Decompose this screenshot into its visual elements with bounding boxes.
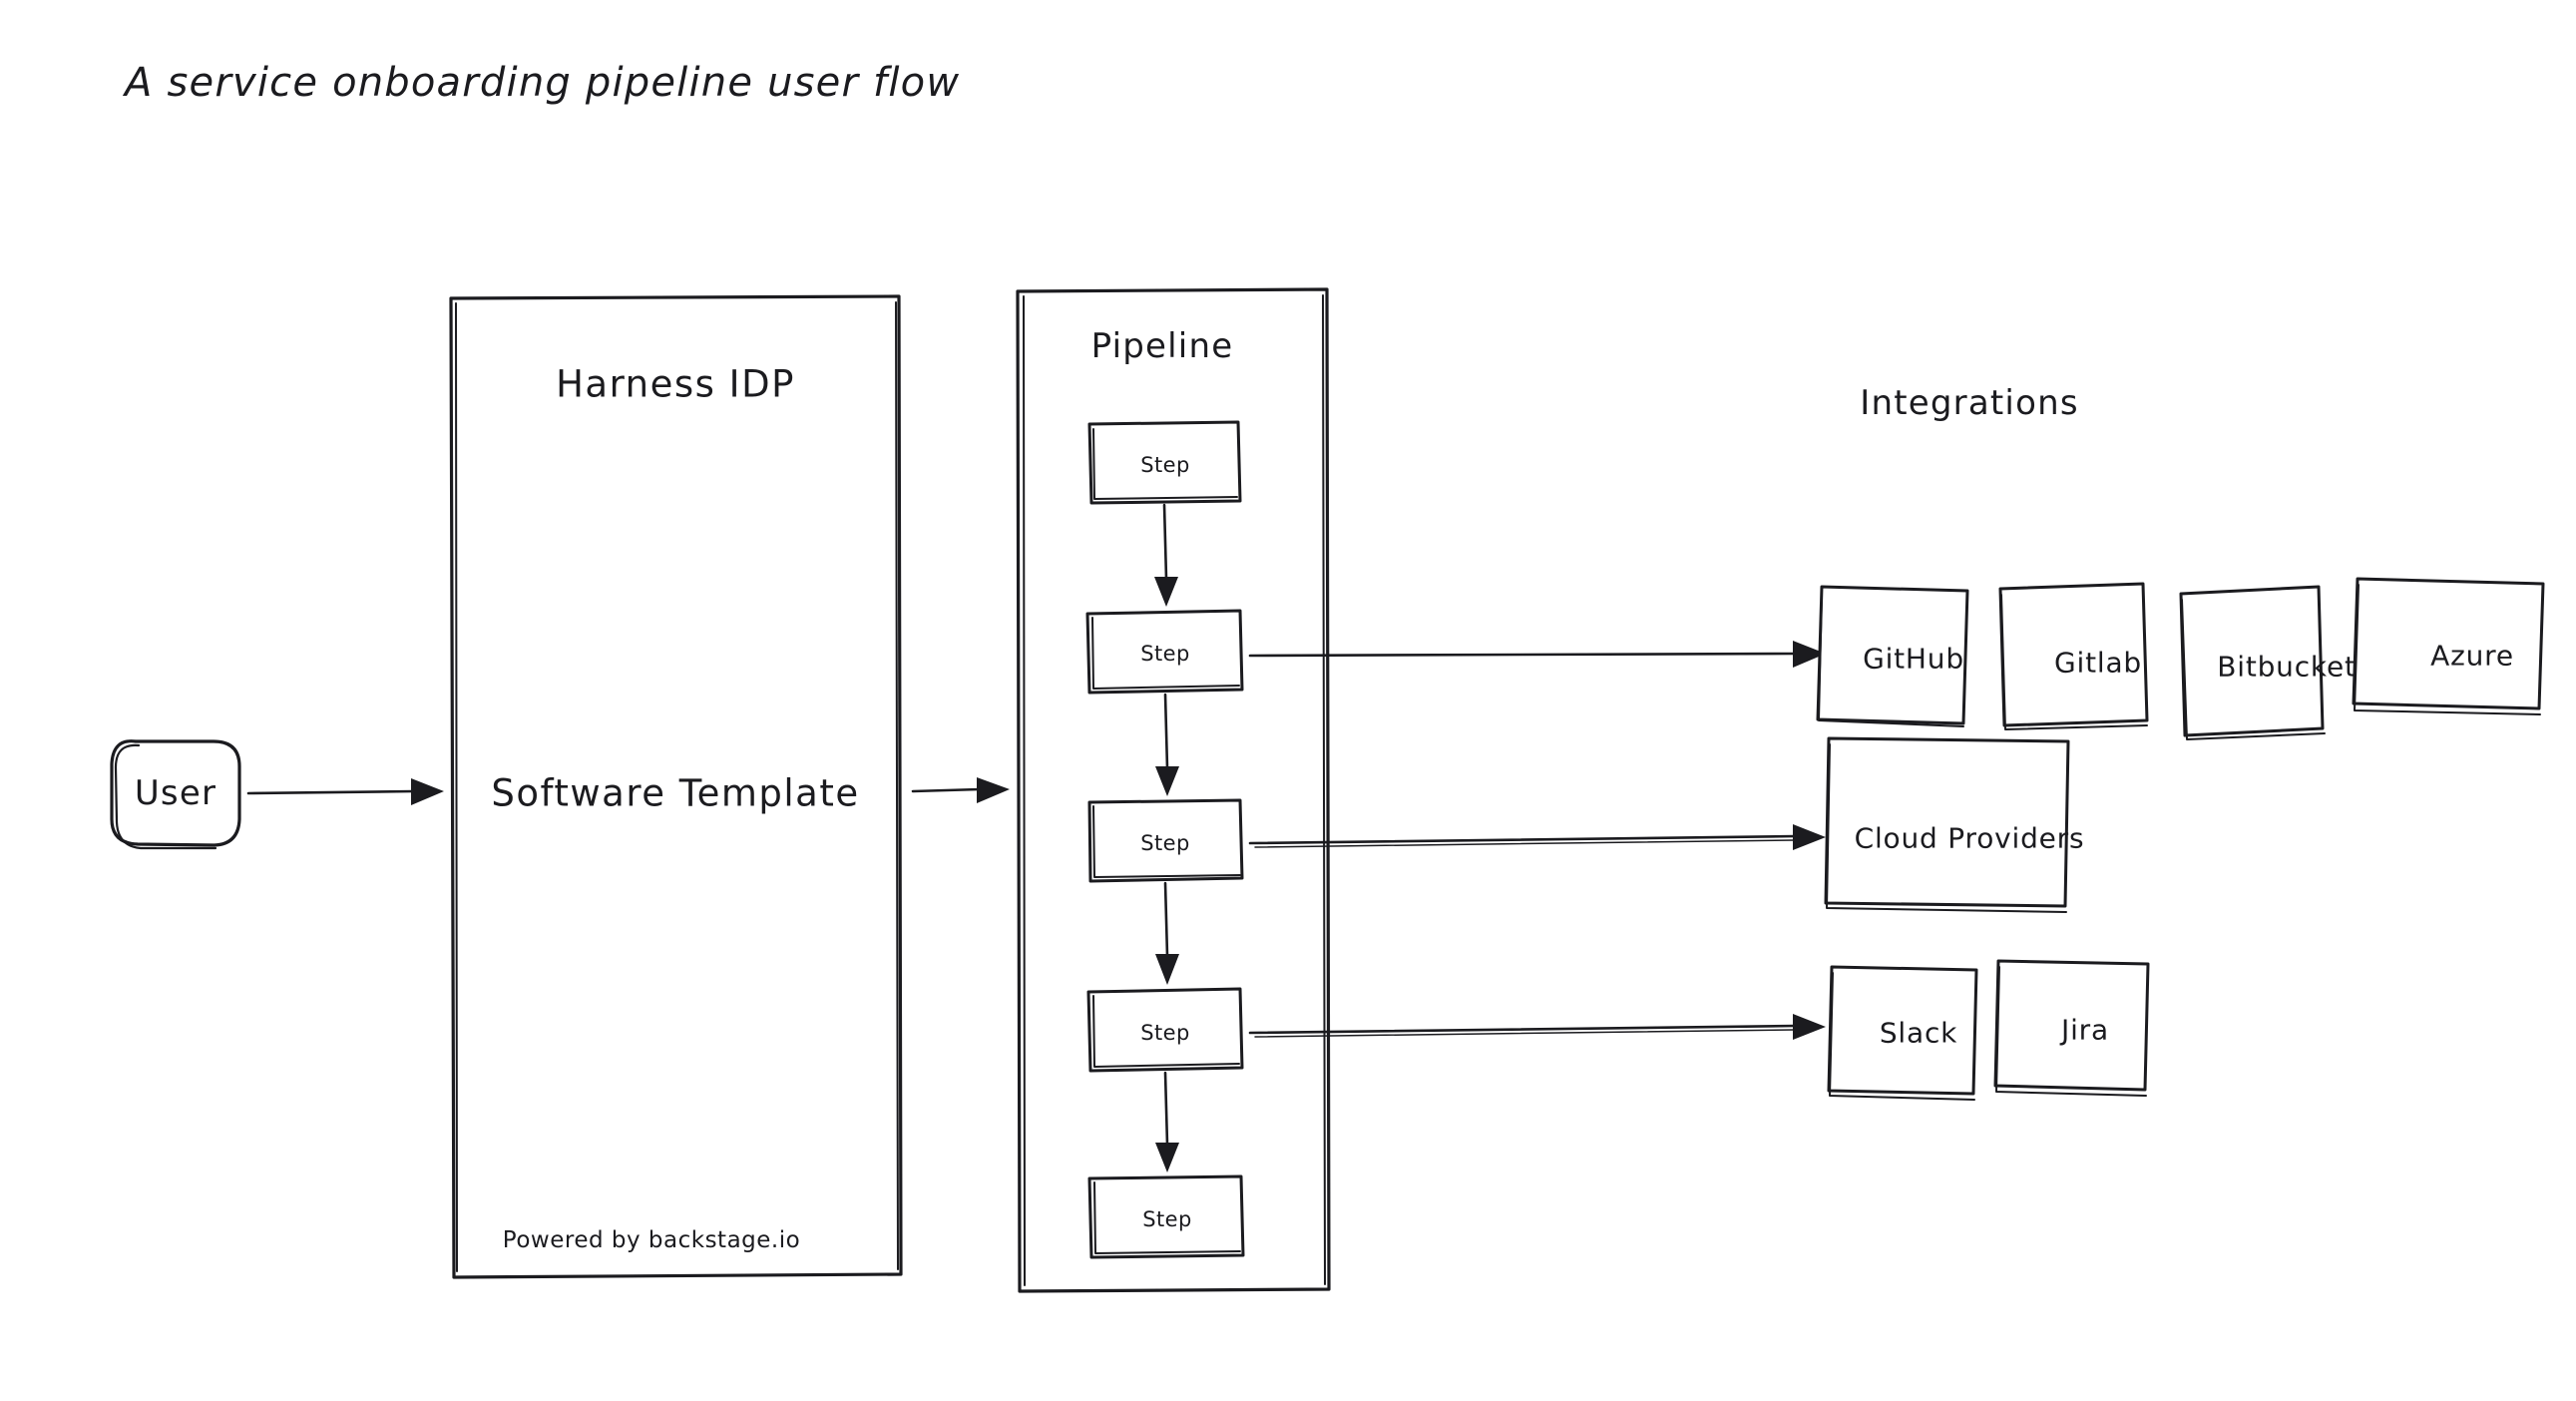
step-connector-1-2	[1154, 503, 1178, 607]
pipeline-step-1-shape[interactable]	[1087, 420, 1242, 505]
arrow-step2-to-scm	[1248, 641, 1826, 668]
user-node-shape[interactable]	[110, 739, 241, 850]
diagram-title: A service onboarding pipeline user flow	[125, 60, 961, 106]
integration-cloud-providers-shape[interactable]	[1824, 736, 2070, 913]
harness-idp-container-shape[interactable]	[449, 294, 903, 1279]
integration-bitbucket-shape[interactable]	[2179, 585, 2326, 740]
integration-slack-shape[interactable]	[1827, 965, 1978, 1101]
pipeline-step-4-shape[interactable]	[1086, 987, 1244, 1073]
arrow-user-to-idp	[246, 778, 444, 805]
arrow-step3-to-cloud	[1248, 824, 1826, 850]
arrow-step4-to-tools	[1248, 1014, 1826, 1040]
pipeline-step-2-shape[interactable]	[1085, 609, 1244, 695]
step-connector-2-3	[1155, 693, 1179, 796]
integration-jira-shape[interactable]	[1993, 959, 2150, 1097]
step-connector-4-5	[1155, 1071, 1179, 1172]
step-connector-3-4	[1155, 881, 1179, 985]
arrow-idp-to-pipeline	[911, 777, 1010, 803]
integration-azure-shape[interactable]	[2352, 577, 2545, 715]
pipeline-step-3-shape[interactable]	[1087, 798, 1244, 883]
integration-github-shape[interactable]	[1816, 585, 1969, 727]
pipeline-step-5-shape[interactable]	[1087, 1174, 1245, 1259]
integration-gitlab-shape[interactable]	[1998, 582, 2149, 730]
